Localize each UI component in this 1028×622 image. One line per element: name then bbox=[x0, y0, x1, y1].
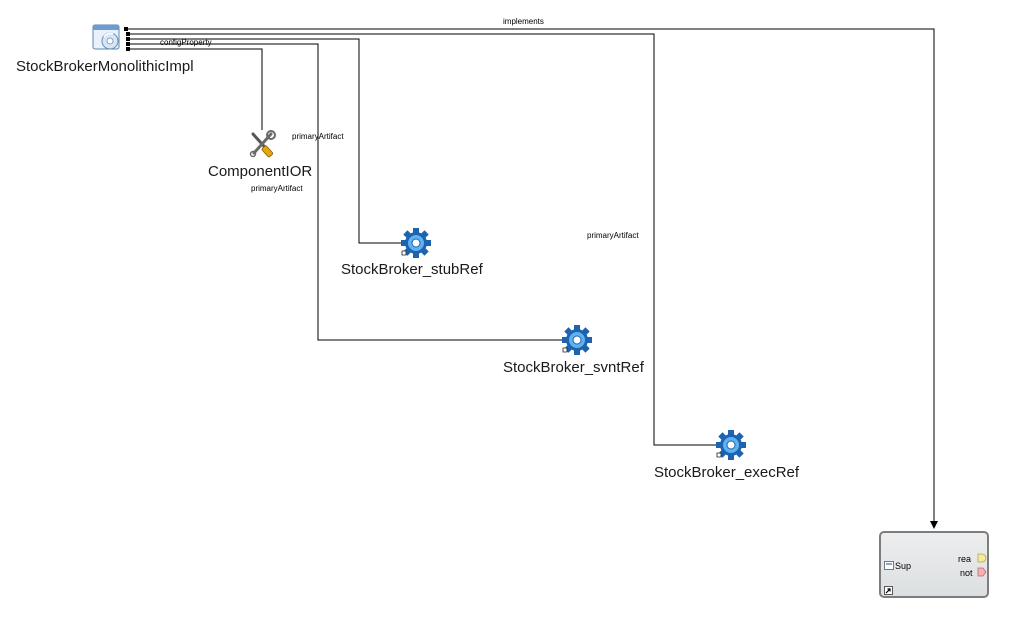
edge-label-primary-artifact-stub: primaryArtifact bbox=[292, 132, 344, 141]
edge-primary-artifact-svnt[interactable] bbox=[128, 43, 563, 341]
component-icon bbox=[884, 561, 894, 570]
monolithic-impl-icon[interactable] bbox=[92, 24, 120, 50]
edge-label-primary-artifact-exec: primaryArtifact bbox=[587, 231, 639, 240]
edge-config-property[interactable] bbox=[128, 38, 403, 244]
port-label-rea: rea bbox=[958, 554, 972, 564]
component-box[interactable]: Sup rea not bbox=[879, 531, 989, 598]
tools-icon[interactable] bbox=[249, 130, 276, 158]
gear-icon[interactable] bbox=[716, 430, 746, 460]
gear-icon[interactable] bbox=[562, 325, 592, 355]
edge-implements[interactable] bbox=[124, 28, 935, 527]
node-label-svnt-ref[interactable]: StockBroker_svntRef bbox=[503, 359, 644, 376]
edge-primary-artifact-ior[interactable] bbox=[128, 48, 263, 130]
node-label-stub-ref[interactable]: StockBroker_stubRef bbox=[341, 261, 483, 278]
port-icon-rea[interactable] bbox=[977, 553, 987, 563]
gear-icon[interactable] bbox=[401, 228, 431, 258]
node-label-exec-ref[interactable]: StockBroker_execRef bbox=[654, 464, 800, 481]
edge-primary-artifact-exec[interactable] bbox=[128, 33, 717, 446]
edge-label-implements: implements bbox=[503, 17, 544, 26]
node-label-impl[interactable]: StockBrokerMonolithicImpl bbox=[16, 58, 194, 75]
shortcut-arrow-icon bbox=[884, 586, 893, 595]
port-label-not: not bbox=[960, 568, 973, 578]
impl-connection-ports bbox=[124, 27, 130, 51]
arrowhead-implements bbox=[930, 521, 938, 529]
port-icon-not[interactable] bbox=[977, 567, 987, 577]
node-label-component-ior[interactable]: ComponentIOR bbox=[208, 163, 313, 180]
component-name: Sup bbox=[895, 561, 912, 571]
edge-label-primary-artifact-ior: primaryArtifact bbox=[251, 184, 303, 193]
edge-label-config-property: configProperty bbox=[160, 38, 212, 47]
